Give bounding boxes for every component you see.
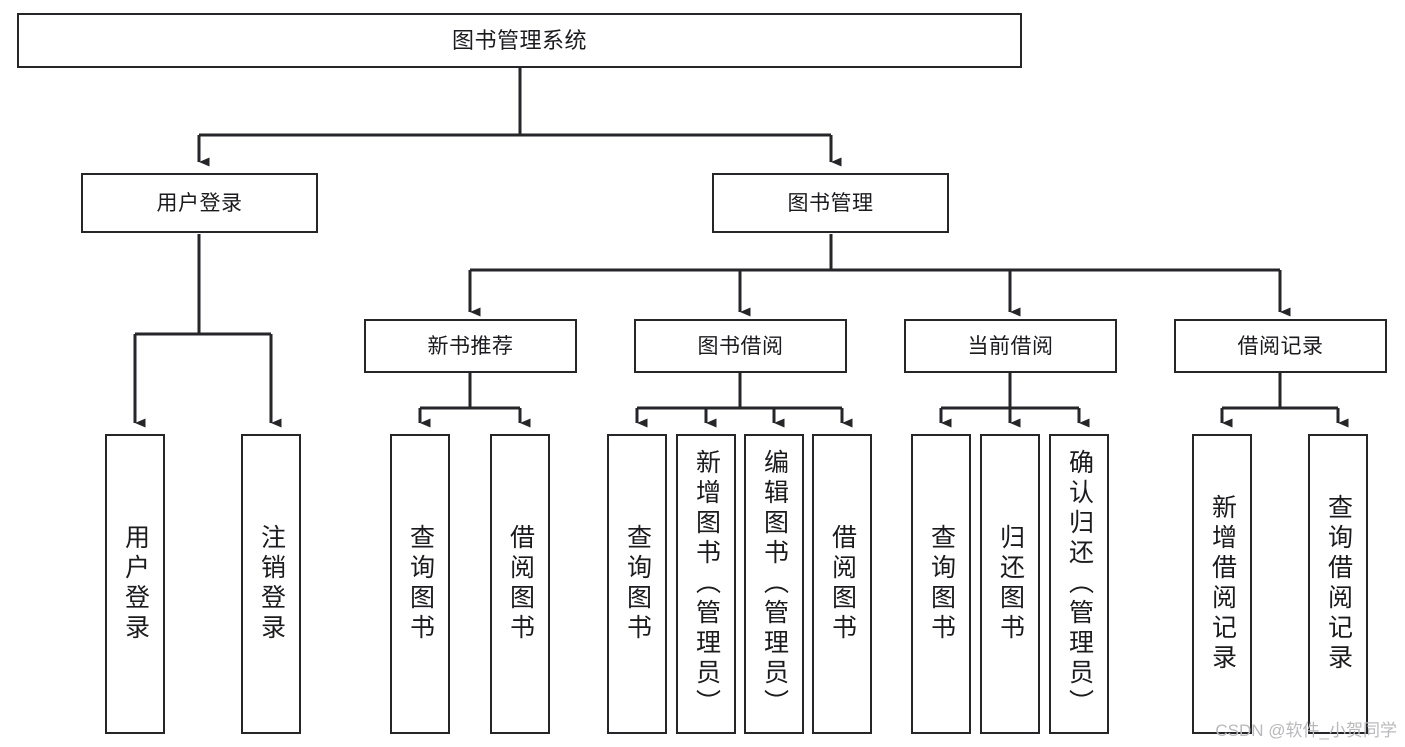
node-label: 确认归还（管理员） — [1065, 449, 1094, 719]
node-label: 借阅记录 — [1237, 334, 1324, 358]
node-label: 用户登录 — [156, 191, 243, 215]
node-leaf-edit-book[interactable]: 编辑图书（管理员） — [744, 434, 804, 734]
node-label: 查询图书 — [623, 524, 652, 644]
node-leaf-borrow-book-1[interactable]: 借阅图书 — [490, 434, 550, 734]
node-label: 图书管理系统 — [451, 27, 587, 53]
node-borrow-record[interactable]: 借阅记录 — [1174, 319, 1387, 373]
node-label: 当前借阅 — [967, 334, 1054, 358]
node-leaf-user-login[interactable]: 用户登录 — [105, 434, 165, 734]
node-book-borrow[interactable]: 图书借阅 — [634, 319, 847, 373]
node-leaf-query-book-3[interactable]: 查询图书 — [911, 434, 971, 734]
node-label: 新增借阅记录 — [1208, 494, 1237, 674]
node-label: 查询图书 — [927, 524, 956, 644]
node-leaf-logout-login[interactable]: 注销登录 — [241, 434, 301, 734]
node-leaf-add-record[interactable]: 新增借阅记录 — [1192, 434, 1252, 734]
node-book-management[interactable]: 图书管理 — [712, 173, 949, 233]
node-label: 编辑图书（管理员） — [760, 449, 789, 719]
node-leaf-query-record[interactable]: 查询借阅记录 — [1308, 434, 1368, 734]
node-label: 图书借阅 — [697, 334, 784, 358]
node-book-management-system[interactable]: 图书管理系统 — [17, 13, 1022, 68]
node-current-borrow[interactable]: 当前借阅 — [904, 319, 1117, 373]
node-leaf-confirm-return[interactable]: 确认归还（管理员） — [1049, 434, 1109, 734]
node-label: 图书管理 — [787, 191, 874, 215]
watermark-text: CSDN @软件_小贺同学 — [1215, 721, 1397, 740]
node-leaf-borrow-book-2[interactable]: 借阅图书 — [812, 434, 872, 734]
node-leaf-add-book[interactable]: 新增图书（管理员） — [676, 434, 736, 734]
node-label: 新增图书（管理员） — [692, 449, 721, 719]
node-label: 新书推荐 — [427, 334, 514, 358]
node-label: 借阅图书 — [506, 524, 535, 644]
node-label: 用户登录 — [121, 524, 150, 644]
node-label: 借阅图书 — [828, 524, 857, 644]
node-label: 查询图书 — [406, 524, 435, 644]
node-user-login[interactable]: 用户登录 — [81, 173, 318, 233]
node-leaf-return-book[interactable]: 归还图书 — [980, 434, 1040, 734]
node-leaf-query-book-2[interactable]: 查询图书 — [607, 434, 667, 734]
node-leaf-query-book-1[interactable]: 查询图书 — [390, 434, 450, 734]
node-label: 查询借阅记录 — [1324, 494, 1353, 674]
node-label: 注销登录 — [257, 524, 286, 644]
node-label: 归还图书 — [996, 524, 1025, 644]
node-new-book-recommend[interactable]: 新书推荐 — [364, 319, 577, 373]
